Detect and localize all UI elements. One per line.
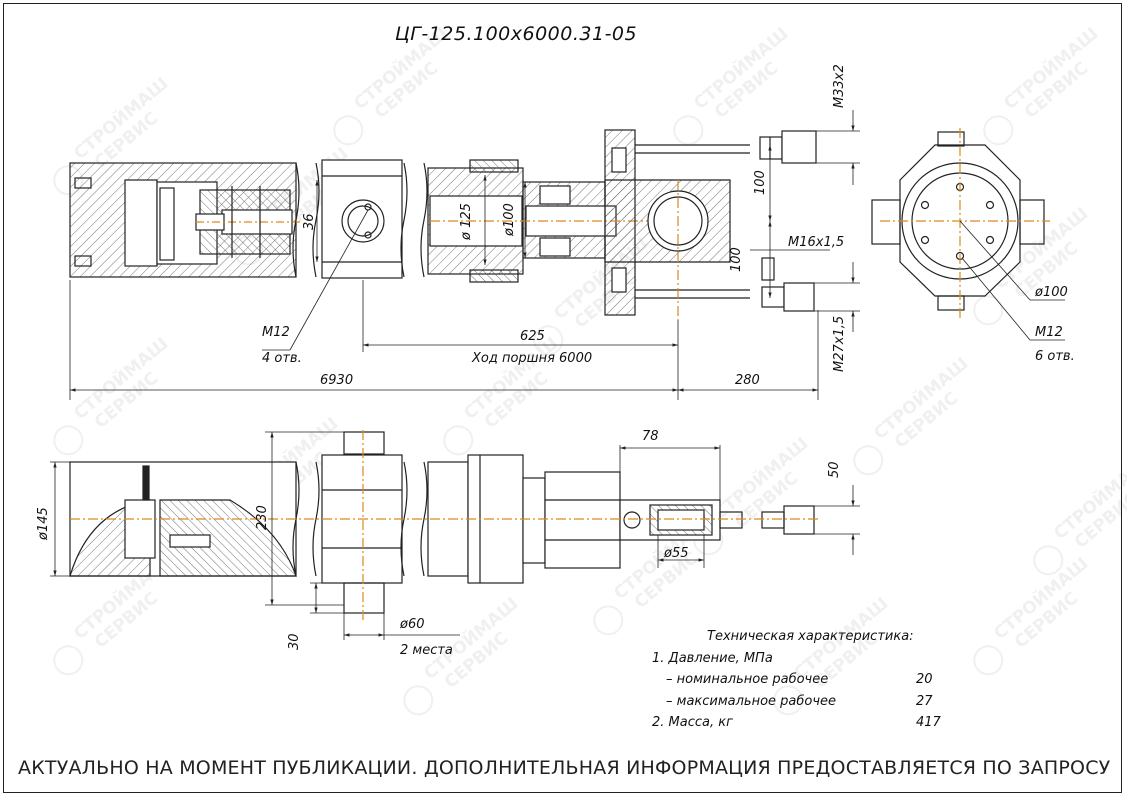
dim-30: 30 — [287, 633, 302, 650]
dim-100-top: 100 — [753, 170, 768, 195]
watermark-emblem-icon — [983, 115, 1014, 146]
watermark-emblem-icon — [333, 115, 364, 146]
specs-pressure-label: 1. Давление, МПа — [652, 650, 773, 666]
dim-d100-rod: ø100 — [502, 203, 517, 237]
dim-flange-d100: ø100 — [1034, 285, 1068, 300]
dim-m12-right-qty: 6 отв. — [1035, 349, 1075, 364]
dim-d145: ø145 — [36, 507, 51, 541]
dim-thread-top: M33x2 — [832, 64, 847, 108]
dim-d60: ø60 — [399, 617, 425, 632]
publication-notice: АКТУАЛЬНО НА МОМЕНТ ПУБЛИКАЦИИ. ДОПОЛНИТ… — [18, 757, 1111, 779]
specs-nominal-label: – номинальное рабочее — [666, 672, 829, 687]
dim-m12-left: M12 — [262, 325, 290, 340]
dim-625: 625 — [520, 329, 545, 344]
dimension-lines-bottom — [50, 431, 860, 640]
dim-280: 280 — [735, 373, 760, 388]
watermark-emblem-icon — [973, 645, 1004, 676]
dim-36: 36 — [302, 213, 317, 230]
watermark-emblem-icon — [53, 425, 84, 456]
specs-mass-value: 417 — [916, 715, 941, 730]
watermark-emblem-icon — [533, 325, 564, 356]
dim-d125: ø 125 — [459, 203, 474, 241]
dim-m27: M27x1,5 — [832, 316, 847, 372]
dim-50: 50 — [827, 461, 842, 478]
dim-100-bottom: 100 — [729, 247, 744, 272]
dim-230: 230 — [255, 505, 270, 530]
specs-mass-label: 2. Масса, кг — [652, 715, 733, 730]
dim-stroke: Ход поршня 6000 — [471, 351, 592, 366]
specs-max-value: 27 — [916, 693, 933, 709]
watermark-emblem-icon — [673, 115, 704, 146]
dim-m12-left-qty: 4 отв. — [262, 351, 302, 366]
cylinder-section-view — [69, 128, 1050, 320]
watermark-emblem-icon — [403, 685, 434, 716]
dim-m12-right: M12 — [1035, 325, 1063, 340]
specs-max-row: – максимальное рабочее 27 — [652, 691, 952, 713]
watermark-emblem-icon — [443, 425, 474, 456]
drawing-title: ЦГ-125.100х6000.31-05 — [395, 23, 638, 45]
specs-nominal-row: – номинальное рабочее 20 — [652, 669, 952, 691]
cylinder-side-view — [69, 430, 820, 620]
specs-max-label: – максимальное рабочее — [666, 693, 837, 709]
dim-places: 2 места — [400, 643, 453, 658]
dimension-lines-top — [69, 110, 1065, 400]
specs-nominal-value: 20 — [916, 672, 933, 687]
dim-6930: 6930 — [320, 373, 353, 388]
dim-78: 78 — [642, 429, 659, 444]
watermark-emblem-icon — [773, 685, 804, 716]
specs-mass-row: 2. Масса, кг 417 — [652, 712, 952, 734]
watermark-emblem-icon — [593, 605, 624, 636]
watermark-emblem-icon — [53, 645, 84, 676]
watermark-emblem-icon — [1033, 545, 1064, 576]
dim-d55: ø55 — [663, 546, 689, 561]
technical-specs: Техническая характеристика: 1. Давление,… — [652, 626, 952, 734]
watermark-emblem-icon — [973, 295, 1004, 326]
dimension-labels: M33x2 ø 125 ø100 36 M16x1,5 100 100 M12 … — [36, 64, 1075, 658]
specs-heading: Техническая характеристика: — [707, 629, 914, 644]
dim-m16: M16x1,5 — [788, 235, 844, 250]
watermark-emblem-icon — [853, 445, 884, 476]
